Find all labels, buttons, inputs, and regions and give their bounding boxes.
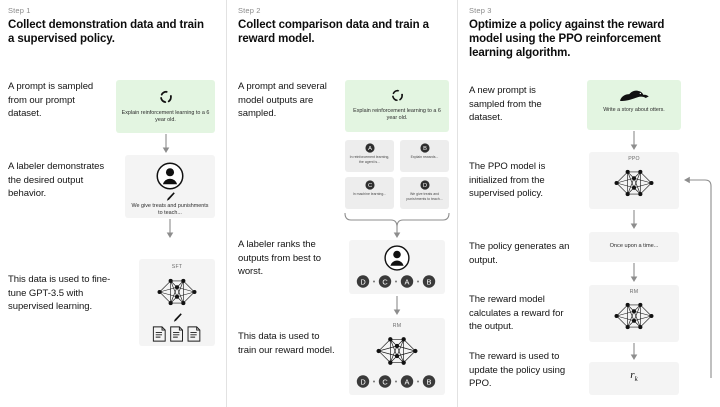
step-2-caption-3: This data is used to train our reward mo…	[238, 331, 335, 356]
step-2-prompt-box[interactable]: Explain reinforcement learning to a 6 ye…	[345, 80, 449, 132]
step-1-caption-3: This data is used to fine-tune GPT-3.5 w…	[8, 274, 111, 312]
step-1-labeler-text: We give treats and punishments to teach.…	[131, 203, 209, 216]
svg-text:C: C	[382, 277, 388, 286]
step-1-sft-box[interactable]: SFT	[139, 259, 215, 346]
step-2-label: Step 2	[238, 6, 261, 15]
letter-badge-a: A	[345, 143, 394, 153]
step-1-label: Step 1	[8, 6, 31, 15]
step-3-caption-2: The PPO model is initialized from the su…	[469, 161, 546, 199]
step-2-output-text-d: We give treats and punishments to teach.…	[406, 192, 443, 201]
svg-text:D: D	[360, 277, 365, 286]
svg-text:B: B	[423, 146, 427, 152]
feedback-arrow-icon	[675, 168, 719, 383]
step-3-ppo-label: PPO	[628, 156, 640, 162]
step-2-output-card-a[interactable]: A In reinforcement learning, the agent i…	[345, 140, 394, 172]
step-1-column: Step 1 Collect demonstration data and tr…	[0, 0, 226, 407]
step-2-rm-box[interactable]: RM	[349, 318, 445, 395]
step-2-column: Step 2 Collect comparison data and train…	[226, 0, 457, 407]
recycle-icon	[345, 88, 449, 103]
step-2-ranking-sequence: D C A B	[349, 274, 445, 289]
recycle-icon	[116, 89, 215, 105]
step-3-arrow-1	[628, 131, 640, 151]
step-2-output-card-c[interactable]: C In machine learning...	[345, 177, 394, 209]
step-2-rm-ranking-sequence: D C A B	[349, 374, 445, 389]
step-3-ppo-box[interactable]: PPO	[589, 152, 679, 209]
step-1-caption-1: A prompt is sampled from our prompt data…	[8, 81, 94, 119]
step-3-rm-box[interactable]: RM	[589, 285, 679, 342]
reward-formula: rk	[589, 369, 679, 383]
step-2-output-card-b[interactable]: B Explain rewards...	[400, 140, 449, 172]
svg-text:A: A	[405, 277, 410, 286]
step-1-prompt-box[interactable]: Explain reinforcement learning to a 6 ye…	[116, 80, 215, 133]
step-3-caption-4: The reward model calculates a reward for…	[469, 294, 564, 332]
person-icon	[349, 244, 445, 272]
step-2-rm-label: RM	[392, 323, 402, 329]
reward-formula-symbol: r	[630, 369, 635, 381]
letter-badge-b: B	[400, 143, 449, 153]
step-3-arrow-3	[628, 263, 640, 283]
svg-text:C: C	[367, 183, 371, 189]
svg-text:A: A	[405, 377, 410, 386]
letter-badge-c: C	[345, 180, 394, 190]
neural-network-icon	[589, 297, 679, 335]
otter-icon	[587, 88, 681, 103]
step-3-caption-3: The policy generates an output.	[469, 241, 570, 266]
neural-network-icon	[349, 331, 445, 371]
svg-text:D: D	[422, 183, 426, 189]
step-3-label: Step 3	[469, 6, 492, 15]
step-2-caption-2: A labeler ranks the outputs from best to…	[238, 239, 322, 277]
svg-text:B: B	[427, 277, 432, 286]
documents-icon	[139, 325, 215, 343]
neural-network-icon	[589, 164, 679, 202]
step-2-output-text-b: Explain rewards...	[410, 155, 439, 159]
step-1-arrow-1	[160, 134, 172, 154]
step-2-brace-arrow	[343, 211, 451, 239]
column-divider-1	[226, 0, 227, 407]
step-3-rm-label: RM	[629, 289, 639, 295]
step-3-caption-1: A new prompt is sampled from the dataset…	[469, 85, 542, 123]
step-2-arrow-2	[391, 296, 403, 316]
step-3-output-box[interactable]: Once upon a time...	[589, 232, 679, 262]
step-2-output-text-c: In machine learning...	[352, 192, 387, 196]
step-2-ranking-box[interactable]: D C A B	[349, 240, 445, 294]
person-icon	[125, 161, 215, 191]
step-3-column: Step 3 Optimize a policy against the rew…	[457, 0, 720, 407]
step-3-arrow-2	[628, 210, 640, 230]
svg-text:B: B	[427, 377, 432, 386]
step-2-title: Collect comparison data and train a rewa…	[238, 19, 429, 45]
svg-text:A: A	[368, 146, 372, 152]
step-3-prompt-text: Write a story about otters.	[603, 107, 665, 113]
reward-formula-subscript: k	[634, 375, 638, 384]
pencil-icon	[139, 312, 215, 323]
step-2-output-card-d[interactable]: D We give treats and punishments to teac…	[400, 177, 449, 209]
step-2-caption-1: A prompt and several model outputs are s…	[238, 81, 327, 119]
step-1-prompt-text: Explain reinforcement learning to a 6 ye…	[121, 110, 210, 123]
step-3-prompt-box[interactable]: Write a story about otters.	[587, 80, 681, 130]
svg-text:D: D	[360, 377, 365, 386]
step-1-arrow-2	[164, 219, 176, 239]
pencil-icon	[125, 191, 215, 202]
step-1-sft-label: SFT	[171, 264, 183, 270]
step-3-title: Optimize a policy against the reward mod…	[469, 19, 665, 59]
neural-network-icon	[139, 273, 215, 311]
step-1-labeler-box[interactable]: We give treats and punishments to teach.…	[125, 155, 215, 218]
step-3-caption-5: The reward is used to update the policy …	[469, 351, 566, 389]
step-3-output-text: Once upon a time...	[609, 243, 659, 249]
step-2-prompt-text: Explain reinforcement learning to a 6 ye…	[353, 108, 441, 121]
step-2-output-text-a: In reinforcement learning, the agent is.…	[349, 155, 390, 164]
step-3-reward-box[interactable]: rk	[589, 362, 679, 395]
step-1-title: Collect demonstration data and train a s…	[8, 19, 204, 45]
column-divider-2	[457, 0, 458, 407]
svg-text:C: C	[382, 377, 388, 386]
letter-badge-d: D	[400, 180, 449, 190]
step-3-arrow-4	[628, 343, 640, 361]
step-1-caption-2: A labeler demonstrates the desired outpu…	[8, 161, 105, 199]
